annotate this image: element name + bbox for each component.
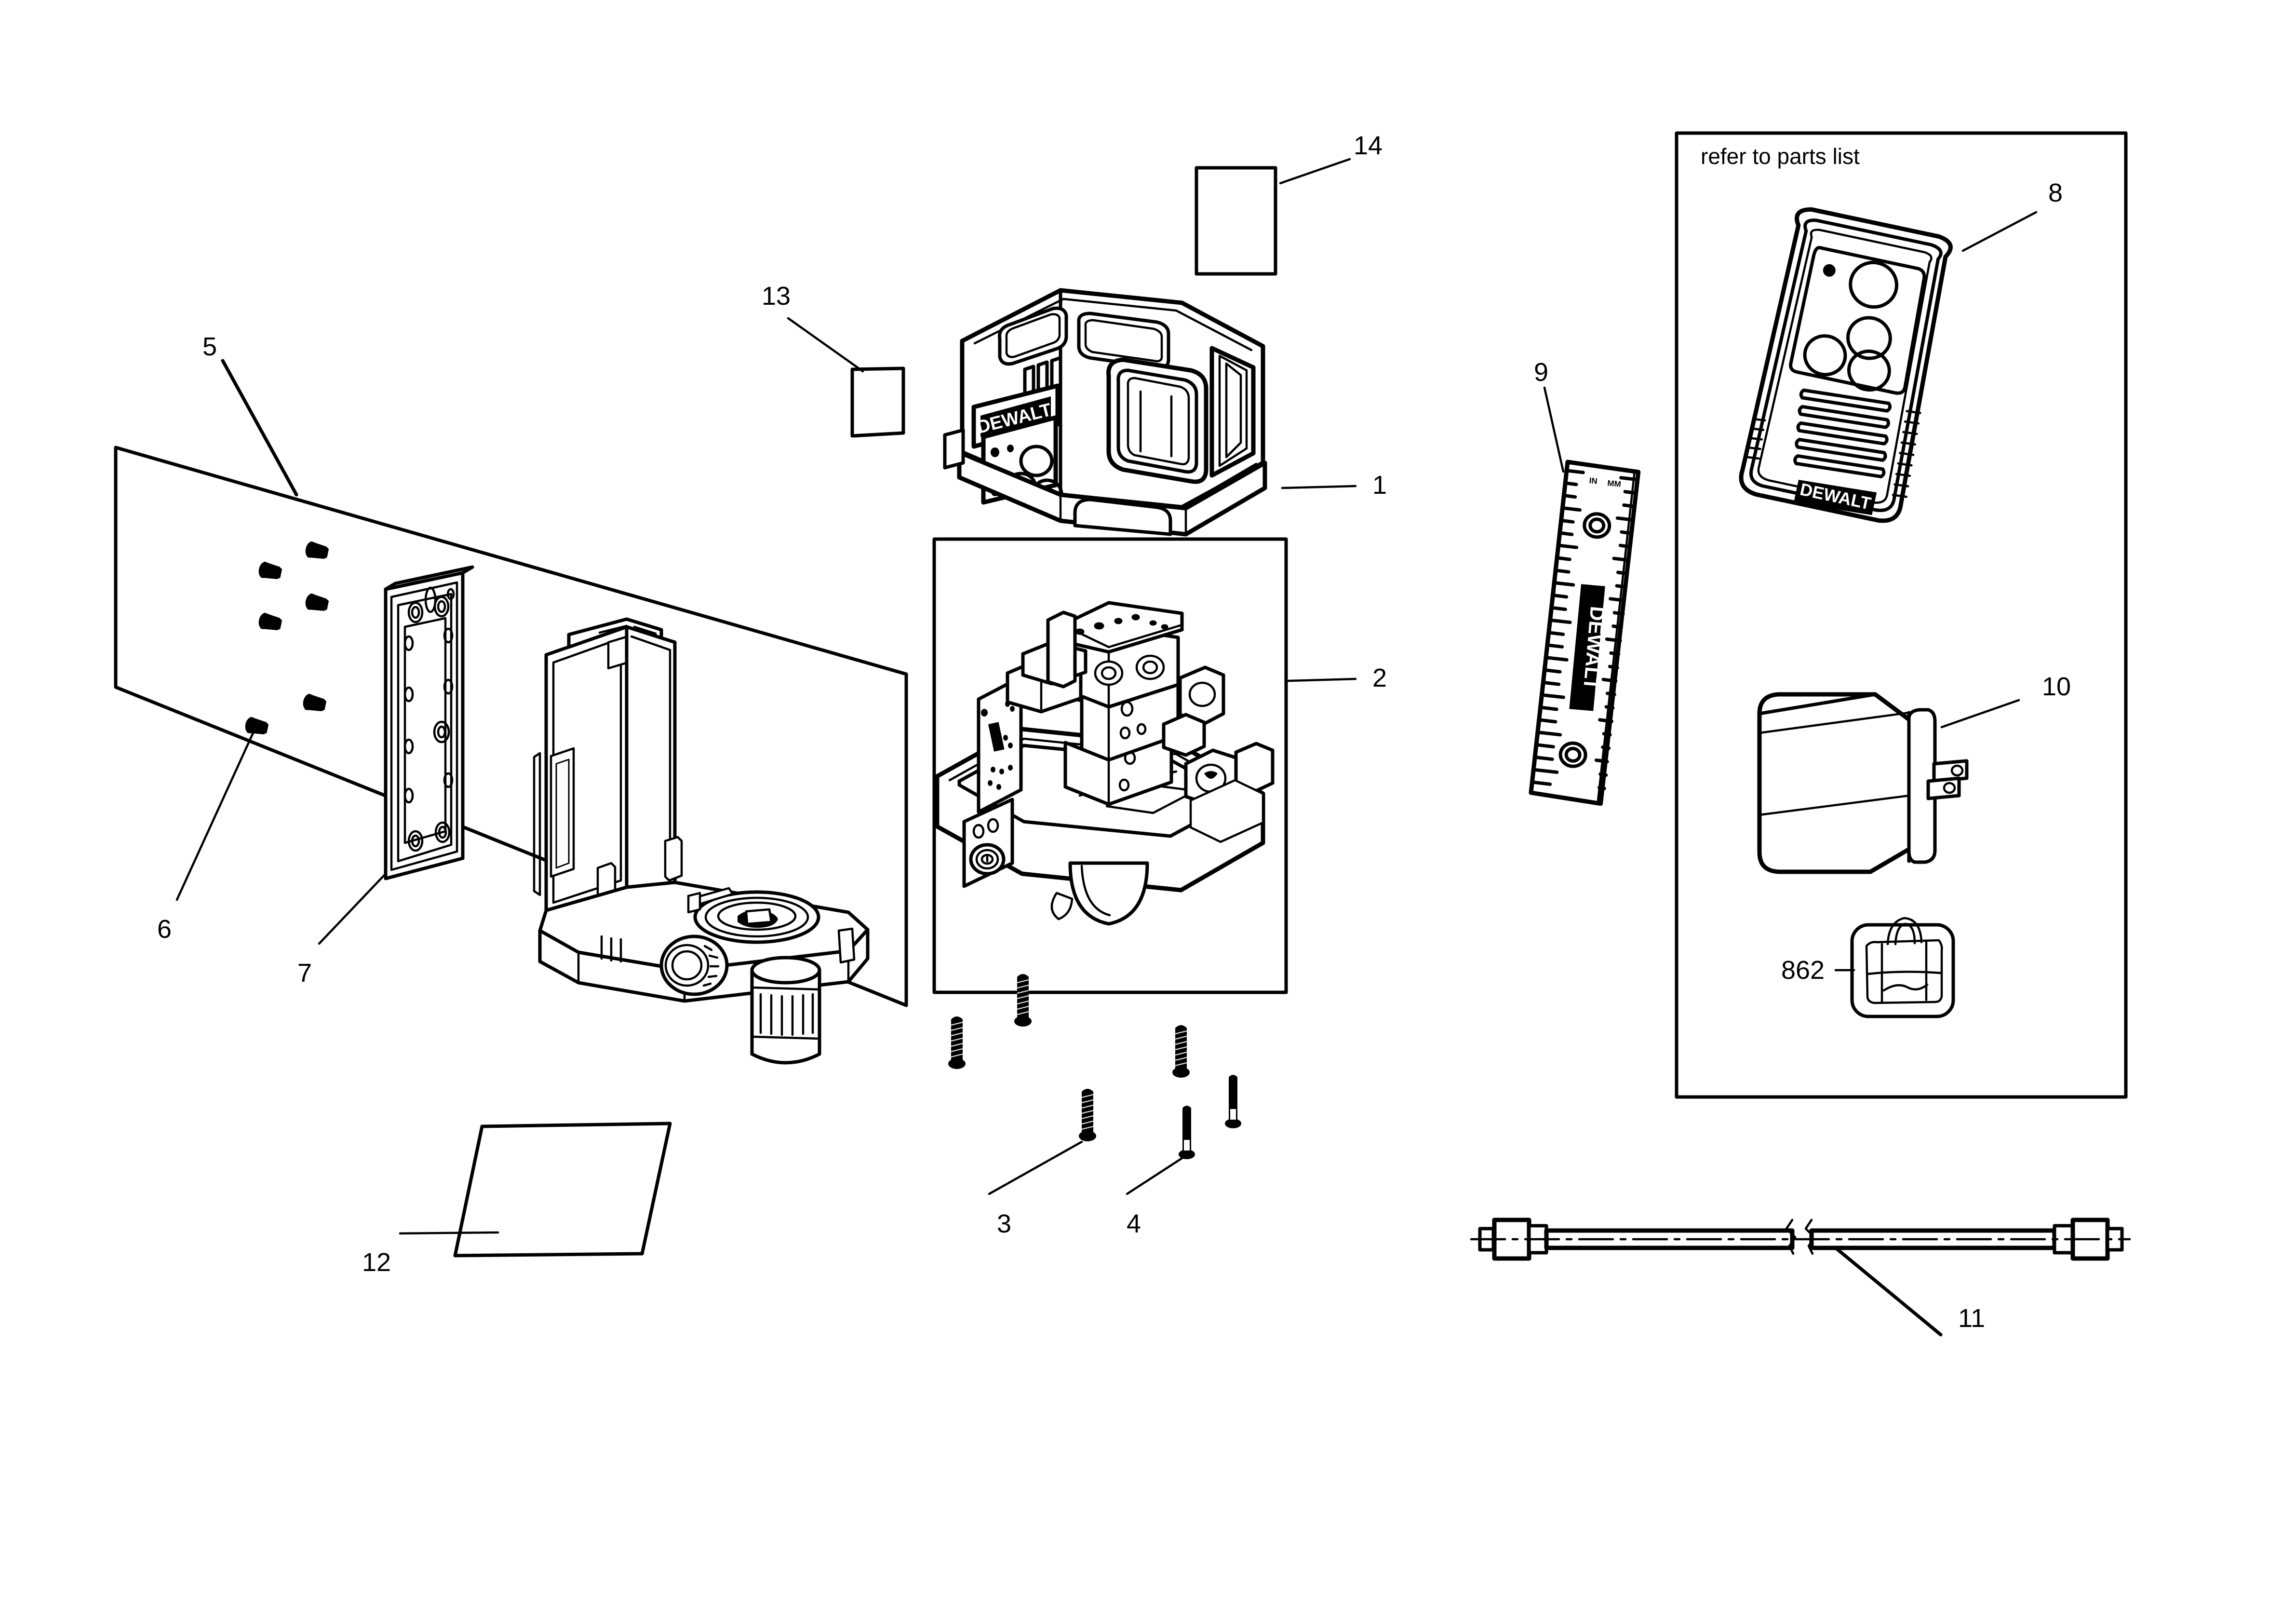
callout-10-label: 10 — [2042, 672, 2071, 701]
callout-10-leader — [1940, 699, 2020, 729]
callout-9-label: 9 — [1534, 358, 1548, 387]
callout-7-leader — [318, 872, 387, 945]
callout-862-label: 862 — [1781, 956, 1825, 985]
callout-3-leader — [988, 1140, 1083, 1195]
remote-control: DEWALT — [1739, 207, 1953, 523]
callout-14-label: 14 — [1354, 131, 1383, 160]
internal-assembly-frame — [932, 537, 1288, 994]
remote-indicator-led — [1823, 264, 1836, 277]
carry-bag-icon — [1850, 917, 1955, 1018]
ruler-logo: DEWALT — [1569, 584, 1609, 711]
remote-grip-ribs — [1793, 388, 1892, 478]
callout-1-label: 1 — [1372, 471, 1387, 500]
tripod-thread — [693, 890, 820, 944]
callout-11-label: 11 — [1958, 1304, 1985, 1333]
callout-5-leader — [221, 359, 298, 497]
remote-edge-ribs — [1892, 410, 1921, 498]
callout-13-leader — [787, 317, 864, 373]
callout-11-leader — [1834, 1246, 1943, 1337]
ruler-holes — [1558, 512, 1611, 768]
target-ruler: IN MM DEWALT — [1529, 460, 1641, 806]
bracket-knob-center — [750, 956, 821, 1065]
ruler-unit-in: IN — [1589, 476, 1598, 486]
assembly-screws-group — [947, 973, 1241, 1159]
power-button — [969, 843, 1006, 876]
callout-13-label: 13 — [762, 282, 791, 311]
label-13 — [850, 366, 905, 438]
usb-cable — [1470, 1218, 2131, 1261]
accessory-panel — [1675, 131, 2128, 1099]
callout-4-label: 4 — [1127, 1209, 1141, 1238]
charger-prongs — [1926, 759, 1969, 800]
callout-1-leader — [1281, 485, 1357, 489]
callout-8-leader — [1961, 211, 2038, 252]
callout-12-label: 12 — [362, 1248, 391, 1277]
label-12 — [453, 1122, 672, 1258]
remote-left-ribs — [1747, 418, 1766, 460]
mounting-plate — [384, 565, 474, 880]
laser-housing: DEWALT — [943, 288, 1267, 537]
callout-7-label: 7 — [297, 959, 312, 988]
bracket-knob-left — [659, 934, 729, 996]
internal-assembly — [935, 601, 1275, 926]
callout-14-leader — [1279, 158, 1351, 185]
mounting-bracket — [533, 617, 870, 1065]
callout-12-leader — [399, 1231, 499, 1235]
callout-6-leader — [175, 731, 255, 901]
callout-2-leader — [1287, 677, 1357, 682]
label-14 — [1195, 166, 1277, 276]
ruler-unit-mm: MM — [1607, 478, 1622, 488]
plate-screws-group — [242, 540, 331, 738]
callout-5-label: 5 — [202, 332, 217, 361]
mounting-kit-frame — [114, 446, 908, 1007]
accessory-panel-title: refer to parts list — [1701, 144, 1860, 169]
laser-window — [1106, 357, 1208, 484]
callout-9-leader — [1543, 386, 1565, 473]
callout-4-leader — [1126, 1156, 1185, 1195]
callout-3-label: 3 — [997, 1209, 1011, 1238]
callout-2-label: 2 — [1372, 663, 1387, 692]
callout-8-label: 8 — [2048, 178, 2063, 207]
callout-6-label: 6 — [157, 915, 172, 944]
remote-buttons[interactable] — [1800, 252, 1911, 394]
wall-charger — [1757, 692, 1969, 874]
